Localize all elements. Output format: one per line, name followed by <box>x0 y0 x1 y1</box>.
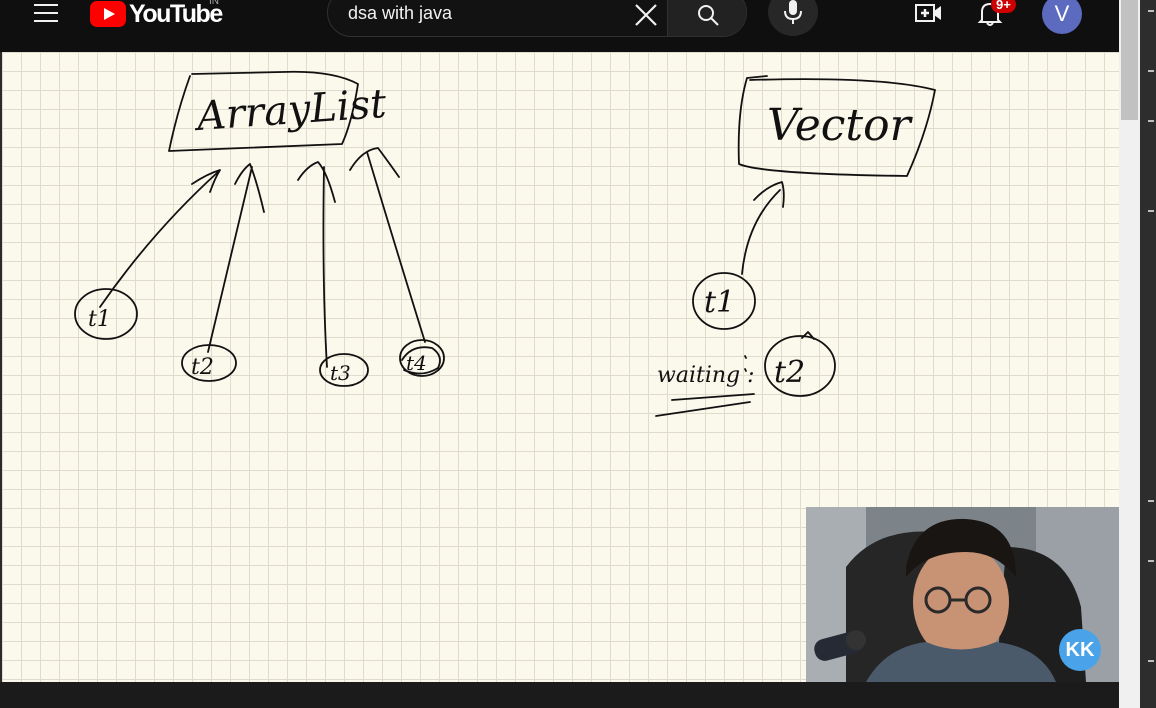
arraylist-box <box>168 70 359 152</box>
channel-logo: KK <box>1059 629 1101 671</box>
top-bar: YouTube IN dsa with java 9+ V <box>0 0 1119 52</box>
arraylist-label: ArrayList <box>191 81 388 140</box>
avatar[interactable]: V <box>1042 0 1082 34</box>
search-button[interactable] <box>667 0 746 36</box>
webcam-overlay: KK <box>806 507 1119 682</box>
create-video-icon[interactable] <box>915 2 943 24</box>
vector-thread-circle-t2 <box>764 335 836 397</box>
voice-search-button[interactable] <box>768 0 818 36</box>
waiting-thread-label: t2 <box>774 355 805 390</box>
notification-badge: 9+ <box>991 0 1016 13</box>
page-scrollbar[interactable] <box>1119 0 1140 708</box>
waiting-label: waiting : <box>657 363 755 388</box>
thread-label-t4: t4 <box>406 351 427 375</box>
arrow-t1 <box>99 169 221 308</box>
side-panel-strip <box>1140 0 1156 708</box>
scrollbar-thumb[interactable] <box>1121 0 1138 120</box>
search-icon <box>698 5 719 26</box>
vector-label: Vector <box>767 100 914 151</box>
thread-label-t2: t2 <box>191 355 214 380</box>
search-box[interactable]: dsa with java <box>327 0 747 37</box>
player-bottom-bar <box>0 682 1119 708</box>
whiteboard-drawing: ArrayList t1 t2 t3 t4 Vector t1 waiting … <box>74 70 936 417</box>
thread-circle-t3 <box>319 353 369 387</box>
waiting-underline <box>655 393 755 417</box>
vector-thread-circle-t1 <box>692 272 756 330</box>
country-code: IN <box>209 0 219 7</box>
menu-icon[interactable] <box>34 4 58 22</box>
play-icon <box>90 1 126 27</box>
clear-icon[interactable] <box>633 2 659 28</box>
arrow-t2 <box>207 163 265 353</box>
logo-text: YouTube <box>129 0 223 28</box>
vector-box <box>737 75 936 177</box>
arrow-t3 <box>297 161 336 368</box>
thread-label-t1: t1 <box>88 307 111 332</box>
thread-circle-t4 <box>399 339 445 377</box>
vector-thread-label-t1: t1 <box>704 285 735 320</box>
arrow-t4 <box>349 147 426 343</box>
arrow-vector-t1 <box>741 181 785 275</box>
thread-circle-t1 <box>74 288 138 340</box>
youtube-logo[interactable]: YouTube IN <box>90 0 223 28</box>
mic-icon <box>784 0 802 24</box>
thread-circle-t2 <box>181 344 237 382</box>
thread-label-t3: t3 <box>330 361 351 385</box>
search-input[interactable]: dsa with java <box>348 3 453 23</box>
